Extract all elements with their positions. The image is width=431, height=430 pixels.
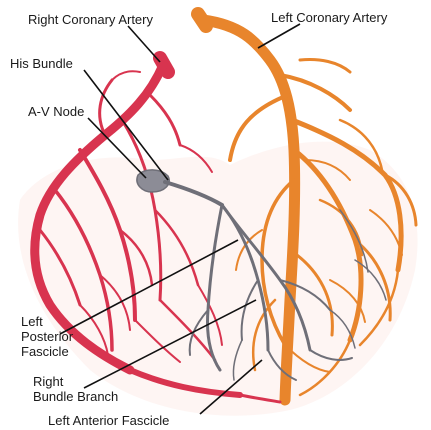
label-left-posterior-line-3: Fascicle [21, 344, 73, 359]
label-right-bundle-branch: Right Bundle Branch [33, 374, 118, 404]
leader-right-coronary [128, 26, 160, 62]
label-left-posterior-fascicle: Left Posterior Fascicle [21, 314, 73, 359]
label-av-node: A-V Node [28, 104, 84, 119]
label-his-bundle: His Bundle [10, 56, 73, 71]
lca-root [198, 14, 206, 26]
label-left-posterior-line-1: Left [21, 314, 73, 329]
leader-left-coronary [258, 24, 300, 48]
label-left-anterior-fascicle: Left Anterior Fascicle [48, 413, 169, 428]
label-left-coronary-artery: Left Coronary Artery [271, 10, 387, 25]
label-right-coronary-artery: Right Coronary Artery [28, 12, 153, 27]
label-right-bundle-line-2: Bundle Branch [33, 389, 118, 404]
label-left-posterior-line-2: Posterior [21, 329, 73, 344]
label-right-bundle-line-1: Right [33, 374, 118, 389]
